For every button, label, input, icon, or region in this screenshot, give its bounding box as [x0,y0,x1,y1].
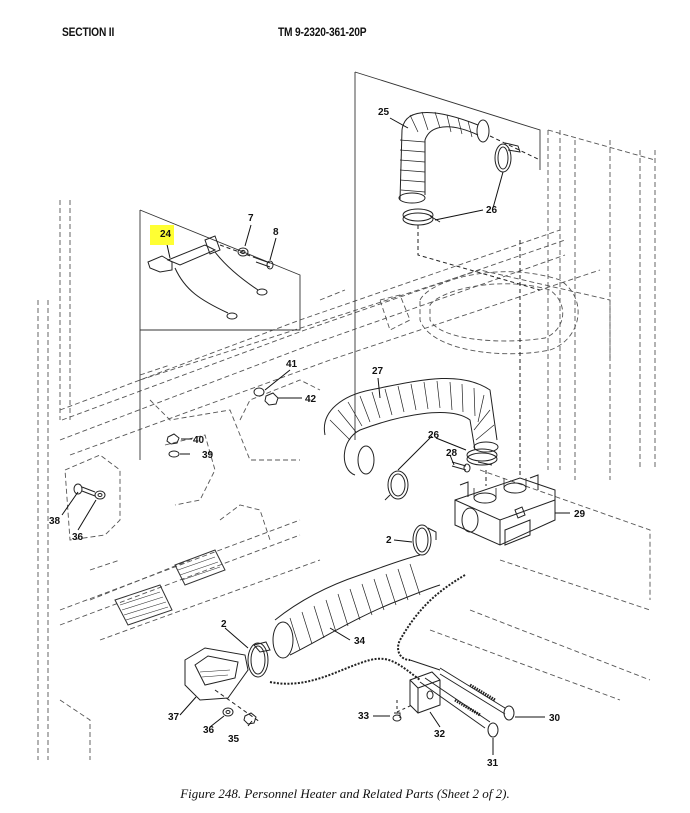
accelerator-pedal [114,549,226,626]
callout-38: 38 [49,516,61,527]
inset-panel-ground-strap [139,209,301,460]
outlet-37 [184,647,249,701]
distribution-box-29 [454,474,556,546]
duct-hose-34 [272,554,441,659]
control-cable-lower [269,657,499,738]
callout-31: 31 [487,758,499,769]
callout-40: 40 [193,435,205,446]
callout-36-upper: 36 [72,532,84,543]
washer-36-lower [222,707,234,717]
axis-line [219,244,257,259]
ground-strap-24 [147,235,268,320]
callout-32: 32 [434,729,446,740]
control-cable-upper [397,574,515,721]
callout-26-upper: 26 [486,205,498,216]
callout-2-upper: 2 [386,535,392,546]
nut-35 [243,712,257,725]
callout-27: 27 [372,366,384,377]
callout-26-middle: 26 [428,430,440,441]
section-label: SECTION II [62,25,115,39]
hose-clamp-2-lower [247,641,271,678]
callout-42: 42 [305,394,317,405]
duct-hose-25 [398,111,490,204]
callout-29: 29 [574,509,586,520]
screw-33 [392,712,402,722]
duct-hose-27 [323,377,499,476]
callout-39: 39 [202,450,214,461]
hose-clamp-26-lower [402,208,441,226]
callout-28: 28 [446,448,458,459]
hose-clamp-26-middle-right [466,448,498,466]
leader-lines [61,117,570,755]
figure-caption: Figure 248. Personnel Heater and Related… [180,786,510,801]
screw-28 [451,461,471,473]
callout-35: 35 [228,734,240,745]
callout-33: 33 [358,711,370,722]
hose-clamp-2-upper [412,524,437,556]
screw-8 [255,257,274,270]
axis-line [489,135,541,161]
callout-highlight [150,225,174,245]
hose-clamp-26-middle-left [384,470,409,501]
callout-25: 25 [378,107,390,118]
callout-7: 7 [248,213,254,224]
nut-42 [264,392,279,406]
hose-clamp-26-upper [494,142,521,173]
callout-36-lower: 36 [203,725,215,736]
callout-2-lower: 2 [221,619,227,630]
axis-line [214,689,261,723]
callout-30: 30 [549,713,561,724]
screw-38 [73,483,96,497]
washer-39 [168,450,180,458]
washer-41 [253,387,265,397]
callout-34: 34 [354,636,366,647]
axis-line [396,700,413,713]
axis-line [417,225,541,291]
callout-24: 24 [160,229,172,240]
cable-bracket-32 [409,671,441,714]
nut-40 [166,433,180,445]
manual-number: TM 9-2320-361-20P [278,25,367,39]
callout-41: 41 [286,359,298,370]
washer-36-upper [94,490,106,500]
callout-8: 8 [273,227,279,238]
callout-37: 37 [168,712,180,723]
inset-panel-upper-duct [354,71,541,440]
